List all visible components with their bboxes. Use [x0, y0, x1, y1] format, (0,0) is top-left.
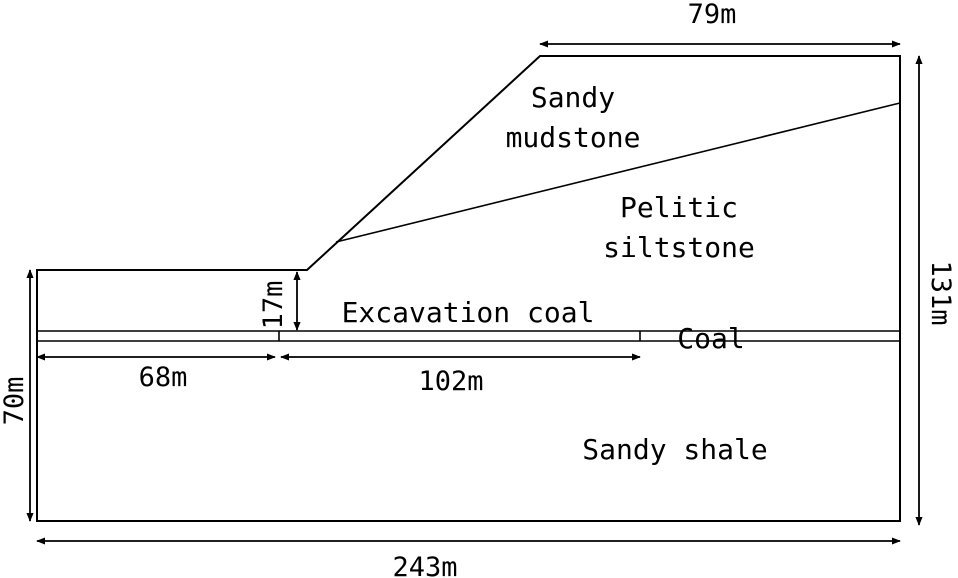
excavation-length-label: 102m	[418, 366, 483, 397]
pelitic-siltstone-label-line1: Pelitic	[620, 191, 738, 224]
step-height-label: 17m	[258, 281, 289, 330]
sandy-mudstone-label-line2: mudstone	[506, 121, 641, 154]
left-length-label: 68m	[139, 362, 188, 393]
mudstone-siltstone-boundary	[335, 102, 901, 243]
model-outline	[36, 55, 901, 522]
sandy-shale-label: Sandy shale	[582, 433, 767, 466]
excavation-coal-label: Excavation coal	[342, 296, 595, 329]
total-height-label: 131m	[925, 260, 956, 325]
top-width-label: 79m	[688, 0, 737, 30]
sandy-mudstone-label-line1: Sandy	[531, 81, 615, 114]
coal-label: Coal	[677, 322, 744, 355]
pelitic-siltstone-label-line2: siltstone	[603, 231, 755, 264]
total-width-label: 243m	[392, 552, 457, 578]
left-height-label: 70m	[0, 377, 30, 426]
